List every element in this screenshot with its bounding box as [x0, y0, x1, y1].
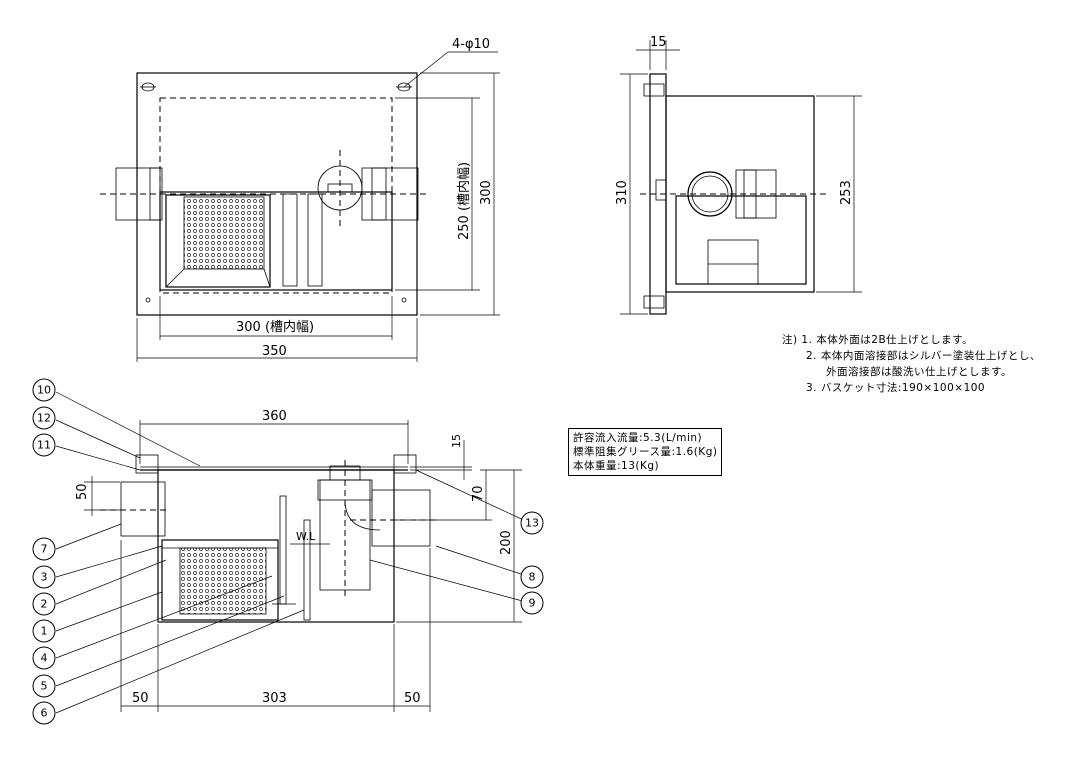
top-outer-width-label: 350 — [262, 344, 287, 359]
bottom-body-label: 303 — [262, 691, 287, 706]
balloon-8: 8 — [520, 565, 544, 589]
svg-text:7: 7 — [41, 543, 48, 556]
balloon-12: 12 — [32, 406, 56, 430]
note-2: 2. 本体内面溶接部はシルバー塗装仕上げとし、 — [806, 350, 1041, 362]
front-width-label: 360 — [262, 409, 287, 424]
side-body-label: 253 — [839, 180, 854, 205]
front-lid-label: 15 — [450, 434, 463, 448]
top-inner-width-label: 300 (槽内幅) — [236, 319, 314, 335]
top-outer-depth-label: 300 — [479, 180, 494, 205]
front-bolt-right — [393, 454, 417, 474]
top-inner-depth-label: 250 (槽内幅) — [456, 162, 472, 240]
balloon-2: 2 — [32, 592, 56, 616]
note-1: 注) 1. 本体外面は2B仕上げとします。 — [782, 334, 974, 346]
balloon-11: 11 — [32, 433, 56, 457]
top-partition-1 — [282, 193, 298, 287]
balloon-3: 3 — [32, 565, 56, 589]
front-view: W.L 360 15 50 70 200 — [55, 391, 531, 714]
bottom-right-label: 50 — [404, 691, 421, 706]
balloon-10: 10 — [32, 378, 56, 402]
top-basket-mesh — [183, 196, 265, 270]
top-inner-dashed — [159, 97, 393, 294]
front-partition-2 — [303, 519, 311, 621]
bottom-left-label: 50 — [132, 691, 149, 706]
water-level-label: W.L — [296, 530, 316, 543]
balloon-9: 9 — [520, 591, 544, 615]
side-view: 15 310 253 — [615, 35, 862, 315]
svg-text:12: 12 — [37, 412, 51, 425]
svg-text:4: 4 — [41, 652, 48, 665]
svg-text:11: 11 — [37, 439, 51, 452]
svg-text:13: 13 — [525, 517, 539, 530]
top-flange-outline — [136, 72, 418, 316]
balloon-5: 5 — [32, 674, 56, 698]
spec-grease-amount: 標準阻集グリース量:1.6(Kg) — [573, 446, 718, 458]
side-height-label: 310 — [615, 180, 630, 205]
front-inlet-label: 50 — [75, 483, 90, 500]
holes-label: 4-φ10 — [452, 37, 490, 52]
note-3: 外面溶接部は酸洗い仕上げとします。 — [826, 366, 1012, 378]
svg-text:1: 1 — [41, 625, 48, 638]
balloon-1: 1 — [32, 619, 56, 643]
front-outlet-pipe — [371, 489, 431, 547]
balloon-7: 7 — [32, 537, 56, 561]
svg-text:2: 2 — [41, 598, 48, 611]
leader-lines — [55, 391, 531, 714]
balloon-13: 13 — [520, 511, 544, 535]
svg-text:8: 8 — [529, 571, 536, 584]
side-basket — [707, 239, 759, 285]
svg-text:10: 10 — [37, 384, 51, 397]
svg-text:5: 5 — [41, 680, 48, 693]
front-basket-mesh — [179, 547, 267, 615]
front-outlet-label: 70 — [471, 485, 486, 502]
front-basket — [161, 539, 279, 621]
top-basket — [165, 194, 271, 288]
front-height-label: 200 — [499, 530, 514, 555]
spec-box: 許容流入流量:5.3(L/min) 標準阻集グリース量:1.6(Kg) 本体重量… — [568, 428, 723, 476]
note-4: 3. バスケット寸法:190×100×100 — [806, 382, 986, 394]
svg-text:9: 9 — [529, 597, 536, 610]
svg-text:3: 3 — [41, 571, 48, 584]
top-partition-2 — [307, 193, 323, 287]
front-bolt-left — [135, 454, 159, 474]
top-view: 4-φ10 300 (槽内幅) 350 250 (槽内幅) 300 — [100, 37, 500, 362]
front-partition-1 — [279, 495, 287, 605]
svg-text:6: 6 — [41, 707, 48, 720]
balloon-6: 6 — [32, 701, 56, 725]
spec-flow-rate: 許容流入流量:5.3(L/min) — [573, 432, 703, 444]
balloon-4: 4 — [32, 646, 56, 670]
front-inlet-pipe — [120, 481, 166, 537]
spec-weight: 本体重量:13(Kg) — [573, 460, 660, 472]
balloons: 10 12 11 7 3 2 1 4 5 6 13 8 9 — [32, 378, 544, 725]
top-mounting-holes — [140, 82, 412, 303]
top-body — [159, 191, 393, 291]
side-flange-label: 15 — [650, 35, 667, 50]
